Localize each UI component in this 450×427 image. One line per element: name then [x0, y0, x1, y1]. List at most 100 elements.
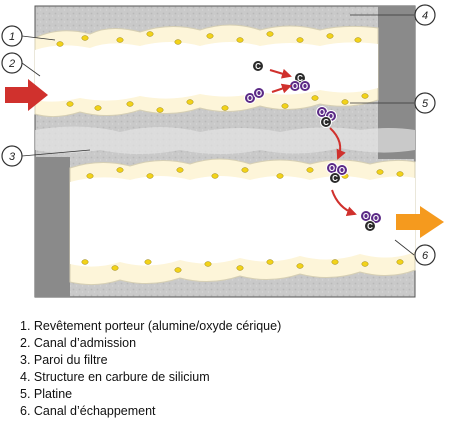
svg-text:C: C [323, 118, 329, 127]
platinum-particle-icon [241, 167, 249, 173]
carbon-atom-icon: C [252, 60, 264, 72]
svg-text:O: O [319, 108, 325, 117]
outlet-arrow-icon [396, 206, 444, 238]
inlet-plug [35, 157, 70, 297]
platinum-particles [56, 31, 404, 273]
oxygen-atom-icon: O [336, 164, 348, 176]
platinum-particle-icon [146, 173, 154, 179]
platinum-particle-icon [221, 105, 229, 111]
platinum-particle-icon [111, 265, 119, 271]
platinum-particle-icon [311, 95, 319, 101]
legend-item-2: 2. Canal d’admission [20, 336, 137, 350]
callout-1: 1 [1, 25, 23, 47]
platinum-particle-icon [276, 173, 284, 179]
platinum-particle-icon [236, 265, 244, 271]
callout-4: 4 [414, 4, 436, 26]
platinum-particle-icon [156, 107, 164, 113]
platinum-particle-icon [206, 33, 214, 39]
svg-text:2: 2 [8, 58, 15, 70]
platinum-particle-icon [296, 37, 304, 43]
svg-text:C: C [255, 62, 261, 71]
svg-text:3: 3 [9, 151, 16, 163]
platinum-particle-icon [126, 101, 134, 107]
platinum-particle-icon [306, 167, 314, 173]
reaction-arrows [269, 68, 357, 217]
legend-item-6: 6. Canal d’échappement [20, 404, 156, 418]
carbon-atom-icon: C [329, 172, 341, 184]
oxygen-atom-icon: O [370, 212, 382, 224]
platinum-particle-icon [116, 167, 124, 173]
platinum-particle-icon [376, 169, 384, 175]
filter-wall [35, 126, 415, 154]
platinum-particle-icon [354, 37, 362, 43]
outlet-channel [69, 158, 416, 286]
callout-6: 6 [414, 244, 436, 266]
svg-text:O: O [329, 164, 335, 173]
callout-5: 5 [414, 92, 436, 114]
platinum-particle-icon [86, 173, 94, 179]
svg-text:C: C [297, 74, 303, 83]
platinum-particle-icon [266, 259, 274, 265]
platinum-particle-icon [361, 261, 369, 267]
oxygen-atom-icon: O [360, 210, 372, 222]
svg-text:O: O [302, 82, 308, 91]
callout-markers: 1 2 3 4 5 6 [1, 4, 436, 266]
platinum-particle-icon [396, 171, 404, 177]
reaction-arrow-4 [331, 189, 357, 217]
platinum-particle-icon [174, 267, 182, 273]
reaction-arrow-1 [269, 68, 292, 79]
carbon-atom-icon: C [364, 220, 376, 232]
svg-text:O: O [328, 112, 334, 121]
svg-text:O: O [247, 94, 253, 103]
reaction-arrow-2 [271, 83, 292, 94]
platinum-particle-icon [186, 99, 194, 105]
svg-text:5: 5 [422, 98, 429, 110]
platinum-particle-icon [296, 263, 304, 269]
platinum-particle-icon [81, 259, 89, 265]
platinum-particle-icon [266, 31, 274, 37]
platinum-particle-icon [236, 37, 244, 43]
legend-item-1: 1. Revêtement porteur (alumine/oxyde cér… [20, 319, 282, 333]
oxygen-atom-icon: O [253, 87, 265, 99]
platinum-particle-icon [56, 41, 64, 47]
platinum-particle-icon [144, 259, 152, 265]
svg-text:O: O [339, 166, 345, 175]
svg-text:O: O [256, 89, 262, 98]
svg-text:O: O [373, 214, 379, 223]
platinum-particle-icon [341, 99, 349, 105]
callout-leaders [21, 14, 415, 256]
carbon-atom-icon: C [320, 116, 332, 128]
callout-3: 3 [1, 145, 23, 167]
platinum-particle-icon [146, 31, 154, 37]
platinum-particle-icon [396, 259, 404, 265]
svg-text:4: 4 [422, 10, 428, 22]
reaction-arrow-3 [329, 127, 346, 160]
svg-text:O: O [292, 82, 298, 91]
platinum-particle-icon [326, 33, 334, 39]
platinum-particle-icon [211, 173, 219, 179]
svg-text:C: C [367, 222, 373, 231]
platinum-particle-icon [361, 93, 369, 99]
outlet-channel-space [70, 176, 415, 267]
platinum-particle-icon [66, 101, 74, 107]
platinum-particle-icon [94, 105, 102, 111]
inlet-arrow-icon [5, 79, 48, 111]
legend-item-4: 4. Structure en carbure de silicium [20, 370, 210, 384]
platinum-particle-icon [81, 35, 89, 41]
platinum-particle-icon [204, 261, 212, 267]
svg-text:1: 1 [9, 31, 15, 43]
platinum-particle-icon [281, 103, 289, 109]
platinum-particle-icon [331, 259, 339, 265]
oxygen-atom-icon: O [244, 92, 256, 104]
legend: 1. Revêtement porteur (alumine/oxyde cér… [20, 318, 281, 420]
callout-2: 2 [1, 52, 23, 74]
oxygen-atom-icon: O [299, 80, 311, 92]
svg-text:6: 6 [422, 250, 429, 262]
oxygen-atom-icon: O [289, 80, 301, 92]
svg-text:C: C [332, 174, 338, 183]
platinum-particle-icon [176, 167, 184, 173]
oxygen-atom-icon: O [326, 162, 338, 174]
